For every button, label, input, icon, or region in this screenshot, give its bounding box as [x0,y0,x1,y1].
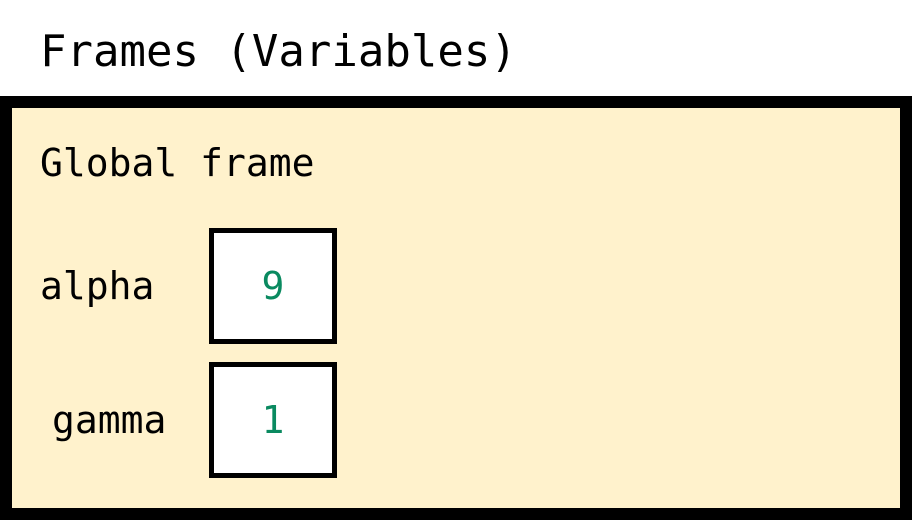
variable-name: gamma [52,398,167,442]
variable-row-gamma: gamma 1 [12,362,412,478]
frames-title: Frames (Variables) [40,26,517,77]
variable-value-box: 9 [209,228,337,344]
variable-row-alpha: alpha 9 [12,228,412,344]
global-frame: Global frame alpha 9 gamma 1 [0,96,912,520]
variable-value-box: 1 [209,362,337,478]
variable-name: alpha [40,264,155,308]
variable-value: 1 [261,398,285,442]
variable-value: 9 [261,264,285,308]
frame-label: Global frame [40,141,315,185]
